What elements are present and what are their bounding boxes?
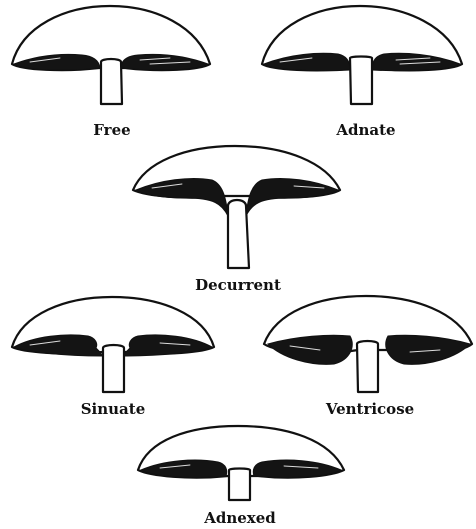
sinuate-stem: [103, 345, 124, 392]
sinuate-label: Sinuate: [81, 400, 146, 418]
decurrent-stem: [228, 200, 249, 268]
decurrent-label: Decurrent: [195, 276, 281, 294]
ventricose-stem: [357, 341, 378, 392]
mushroom-adnate: Adnate: [262, 6, 462, 139]
adnate-stem: [350, 57, 372, 105]
mushroom-ventricose: Ventricose: [264, 296, 472, 418]
free-stem: [101, 59, 122, 104]
mushroom-decurrent: Decurrent: [133, 146, 340, 294]
mushroom-adnexed: Adnexed: [138, 426, 344, 527]
free-label: Free: [93, 121, 130, 139]
adnexed-stem: [229, 469, 250, 501]
ventricose-label: Ventricose: [325, 400, 414, 418]
mushroom-free: Free: [12, 6, 210, 139]
adnate-label: Adnate: [335, 121, 395, 139]
adnexed-label: Adnexed: [203, 509, 276, 527]
mushroom-sinuate: Sinuate: [12, 297, 214, 418]
